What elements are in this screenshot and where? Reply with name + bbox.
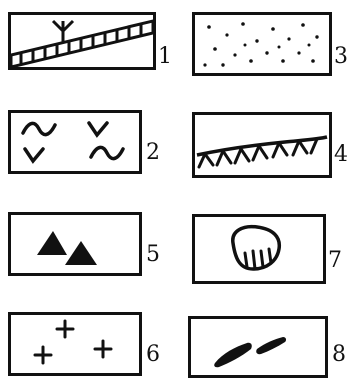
legend-box-4 [192,112,332,178]
plus-crosses-icon [11,315,139,373]
legend-box-8 [188,316,328,378]
striped-oval-icon [195,217,323,281]
legend-number-8: 8 [332,344,346,366]
legend-number-2: 2 [146,142,160,164]
solid-triangles-icon [11,215,139,273]
legend-number-7: 7 [328,250,342,272]
legend-number-4: 4 [334,144,348,166]
hachure-ridge-icon [195,115,329,175]
legend-box-6 [8,312,142,376]
dot-stipple-icon [195,15,329,73]
legend-box-7 [192,214,326,284]
legend-box-2 [8,110,142,174]
legend-number-5: 5 [146,244,160,266]
legend-box-5 [8,212,142,276]
legend-box-1 [8,12,156,70]
legend-number-6: 6 [146,344,160,366]
legend-number-1: 1 [158,46,172,68]
black-strokes-icon [191,319,325,375]
wave-check-icon [11,113,139,171]
legend-number-3: 3 [334,46,348,68]
slope-hatched-strip-icon [11,15,153,67]
legend-box-3 [192,12,332,76]
